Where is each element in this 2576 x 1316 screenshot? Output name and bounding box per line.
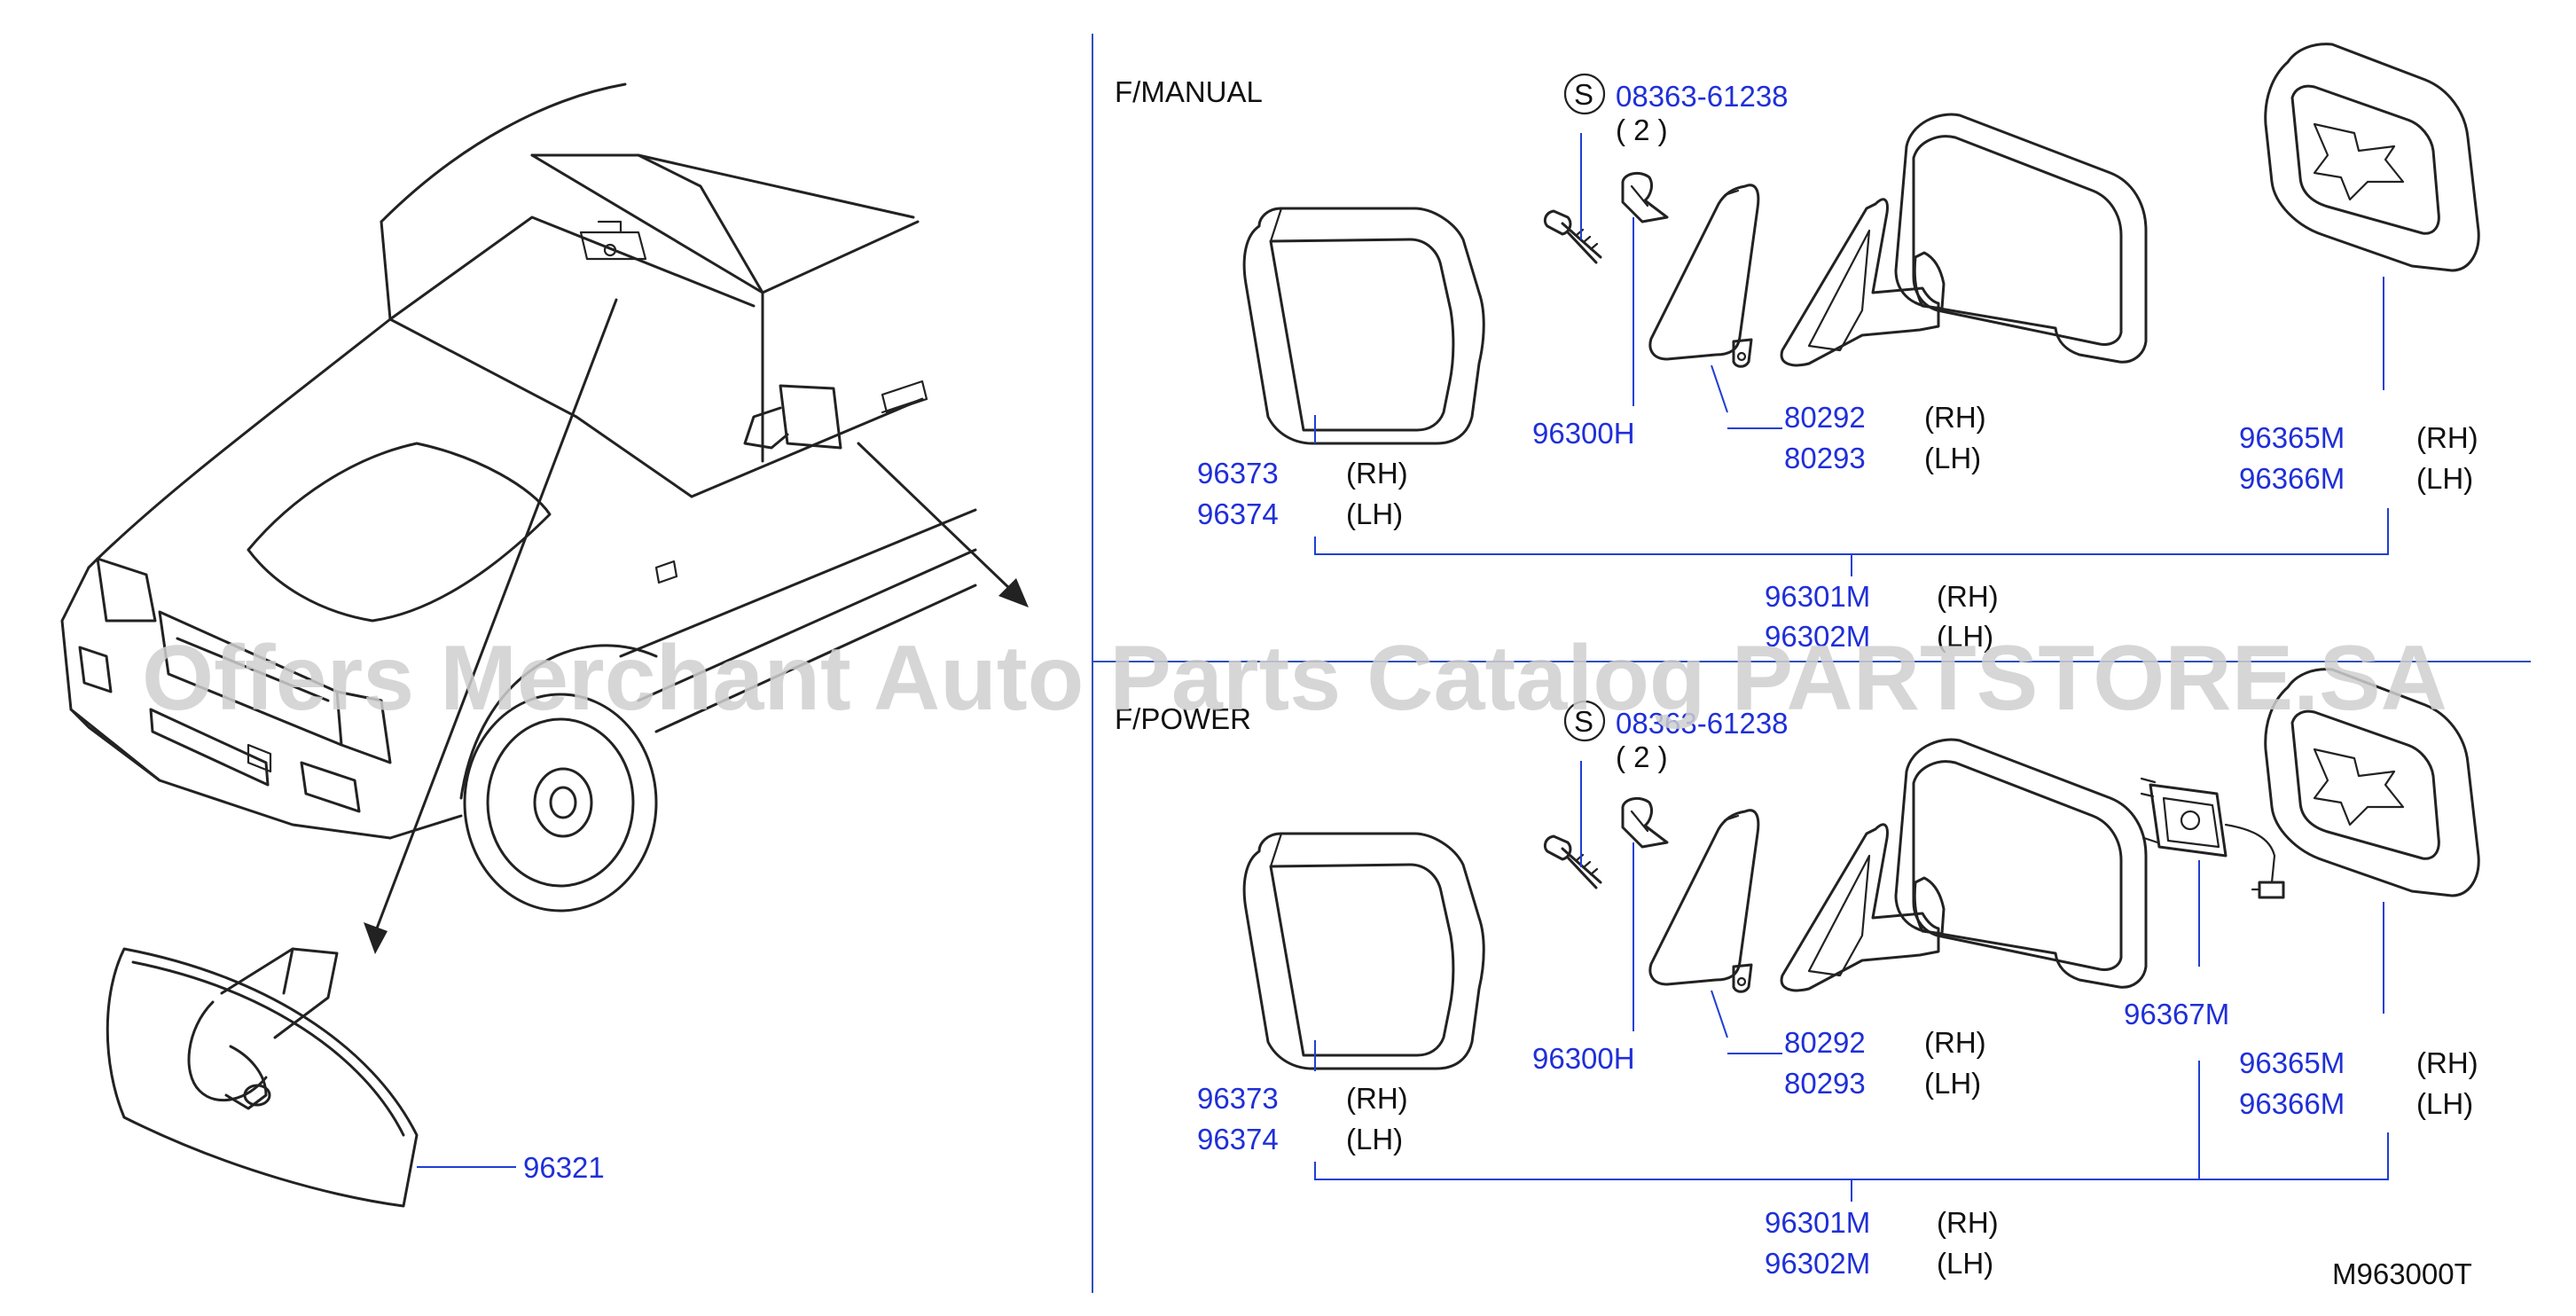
side-cover-rh-manual: (RH) bbox=[1924, 401, 1986, 434]
screw-symbol-manual: S bbox=[1574, 78, 1593, 111]
part-number-cover-lh-manual: 80293 bbox=[1784, 442, 1866, 474]
mirror-glass-power bbox=[1242, 832, 1485, 1070]
part-number-screw-power: 08363-61238 bbox=[1616, 707, 1789, 740]
screw-qty-power: ( 2 ) bbox=[1616, 740, 1668, 773]
part-number-clip-manual: 96300H bbox=[1532, 417, 1635, 450]
part-number-assy-lh-power: 96302M bbox=[1765, 1247, 1870, 1280]
bolt-power bbox=[1543, 834, 1602, 889]
leader-80292-manual bbox=[1711, 364, 1728, 413]
inner-rearview-mirror bbox=[106, 947, 419, 1208]
side-assy-rh-power: (RH) bbox=[1937, 1206, 1999, 1239]
side-mirror-glass-lh-manual: (LH) bbox=[2416, 462, 2473, 495]
side-assy-rh-manual: (RH) bbox=[1937, 580, 1999, 613]
leader-80292-power bbox=[1711, 990, 1728, 1038]
mirror-body-manual bbox=[1780, 113, 2148, 367]
part-number-glass-lh-manual: 96374 bbox=[1197, 497, 1279, 530]
part-number-actuator-power: 96367M bbox=[2124, 998, 2229, 1030]
side-mirror-glass-rh-manual: (RH) bbox=[2416, 421, 2478, 454]
part-number-screw-manual: 08363-61238 bbox=[1616, 80, 1789, 113]
section-title-power: F/POWER bbox=[1115, 702, 1251, 735]
screw-symbol-power: S bbox=[1574, 705, 1593, 738]
vehicle-illustration bbox=[60, 82, 1029, 954]
side-glass-rh-power: (RH) bbox=[1346, 1082, 1408, 1115]
watermark: Offers Merchant Auto Parts Catalog PARTS… bbox=[142, 627, 2447, 730]
clip-manual bbox=[1621, 171, 1669, 223]
part-number-glass-rh-power: 96373 bbox=[1197, 1082, 1279, 1115]
side-assy-lh-manual: (LH) bbox=[1937, 620, 1993, 653]
part-number-glass-lh-power: 96374 bbox=[1197, 1123, 1279, 1155]
screw-qty-manual: ( 2 ) bbox=[1616, 114, 1668, 146]
diagram-code: M963000T bbox=[2332, 1257, 2472, 1290]
part-number-clip-power: 96300H bbox=[1532, 1042, 1635, 1075]
part-number-assy-rh-power: 96301M bbox=[1765, 1206, 1870, 1239]
side-cover-lh-power: (LH) bbox=[1924, 1067, 1981, 1100]
part-number-mirror-glass-lh-manual: 96366M bbox=[2239, 462, 2345, 495]
mirror-plate-manual bbox=[2264, 43, 2480, 272]
clip-power bbox=[1621, 796, 1669, 849]
side-cover-rh-power: (RH) bbox=[1924, 1026, 1986, 1059]
side-glass-lh-power: (LH) bbox=[1346, 1123, 1403, 1155]
actuator-power bbox=[2140, 777, 2285, 899]
part-number-cover-rh-manual: 80292 bbox=[1784, 401, 1866, 434]
side-cover-lh-manual: (LH) bbox=[1924, 442, 1981, 474]
mirror-glass-manual bbox=[1242, 207, 1485, 445]
section-title-manual: F/MANUAL bbox=[1115, 75, 1263, 108]
mirror-plate-power bbox=[2264, 668, 2480, 897]
cover-manual bbox=[1648, 184, 1760, 368]
screw-symbol-circle-manual bbox=[1563, 73, 1606, 115]
part-number-mirror-glass-lh-power: 96366M bbox=[2239, 1087, 2345, 1120]
part-number-mirror-glass-rh-power: 96365M bbox=[2239, 1046, 2345, 1079]
bracket-96301M-power bbox=[1314, 1132, 2389, 1180]
part-number-glass-rh-manual: 96373 bbox=[1197, 457, 1279, 490]
part-number-cover-rh-power: 80292 bbox=[1784, 1026, 1866, 1059]
side-mirror-glass-lh-power: (LH) bbox=[2416, 1087, 2473, 1120]
part-number-assy-rh-manual: 96301M bbox=[1765, 580, 1870, 613]
side-mirror-glass-rh-power: (RH) bbox=[2416, 1046, 2478, 1079]
bracket-96301M-manual bbox=[1314, 508, 2389, 555]
part-number-assy-lh-manual: 96302M bbox=[1765, 620, 1870, 653]
part-number-mirror-glass-rh-manual: 96365M bbox=[2239, 421, 2345, 454]
cover-power bbox=[1648, 809, 1760, 993]
side-glass-rh-manual: (RH) bbox=[1346, 457, 1408, 490]
side-glass-lh-manual: (LH) bbox=[1346, 497, 1403, 530]
bolt-manual bbox=[1543, 209, 1602, 264]
part-number-96321: 96321 bbox=[523, 1151, 605, 1184]
mirror-body-power bbox=[1780, 738, 2148, 992]
screw-symbol-circle-power bbox=[1563, 700, 1606, 742]
side-assy-lh-power: (LH) bbox=[1937, 1247, 1993, 1280]
part-number-cover-lh-power: 80293 bbox=[1784, 1067, 1866, 1100]
